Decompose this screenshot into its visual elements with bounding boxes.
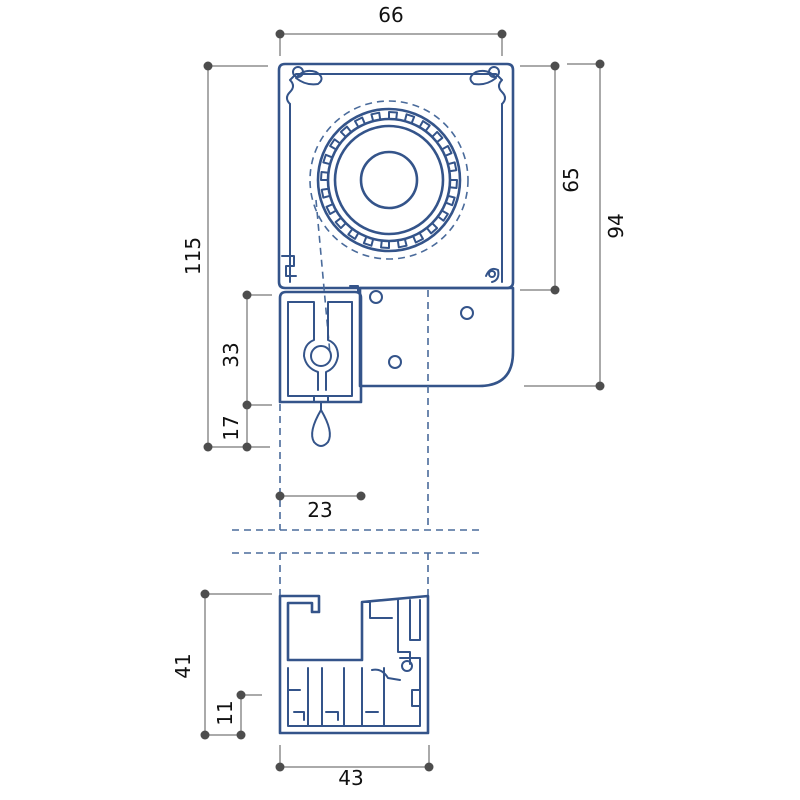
dim-slat-offset: 17 <box>219 405 270 452</box>
dim-41-label: 41 <box>171 653 195 678</box>
dim-total-height: 115 <box>181 61 268 452</box>
roller-tooth <box>362 235 375 247</box>
dim-slat-width: 23 <box>275 491 366 522</box>
roller-tooth <box>334 216 347 230</box>
roller-tooth <box>370 111 382 123</box>
roller-tooth <box>329 138 342 151</box>
dim-rail-height: 41 <box>171 589 272 740</box>
roller-tube <box>309 100 469 355</box>
dim-115-label: 115 <box>181 237 205 275</box>
roller-tooth <box>354 116 366 129</box>
dim-rail-width: 43 <box>275 745 434 790</box>
roller-tooth <box>440 145 453 157</box>
head-box <box>277 62 515 290</box>
guide-dash-lines <box>232 290 484 595</box>
dim-65-label: 65 <box>559 167 583 192</box>
roller-tooth <box>431 130 444 144</box>
roller-tooth <box>446 161 458 173</box>
roller-tooth <box>320 187 332 199</box>
roller-tooth <box>436 209 449 222</box>
dim-slat-height: 33 <box>219 290 272 410</box>
side-plate <box>358 286 515 388</box>
roller-tooth <box>448 179 458 189</box>
roller-tooth <box>403 113 416 125</box>
dim-side-height: 94 <box>524 59 628 391</box>
roller-tooth <box>418 120 431 133</box>
top-slat <box>278 285 363 447</box>
roller-teeth <box>320 111 458 249</box>
roller-tooth <box>396 237 408 249</box>
dim-top-width: 66 <box>275 3 507 56</box>
dim-66-label: 66 <box>378 3 403 27</box>
dim-11-label: 11 <box>213 700 237 725</box>
bottom-rail <box>278 594 430 735</box>
roller-tooth <box>339 125 353 138</box>
dim-17-label: 17 <box>219 415 243 440</box>
roller-tooth <box>347 227 360 240</box>
dim-33-label: 33 <box>219 342 243 367</box>
roller-tooth <box>320 171 330 181</box>
roller-tooth <box>325 203 338 215</box>
dim-43-label: 43 <box>338 766 363 790</box>
roller-tooth <box>380 239 390 249</box>
roller-tooth <box>425 222 439 235</box>
dim-23-label: 23 <box>307 498 332 522</box>
roller-tooth <box>444 194 456 207</box>
roller-tooth <box>388 111 398 121</box>
roller-tooth <box>322 153 334 166</box>
roller-tooth <box>412 231 424 244</box>
dim-box-height: 65 <box>520 61 583 295</box>
dim-94-label: 94 <box>604 213 628 238</box>
dim-rail-lower: 11 <box>213 690 262 740</box>
